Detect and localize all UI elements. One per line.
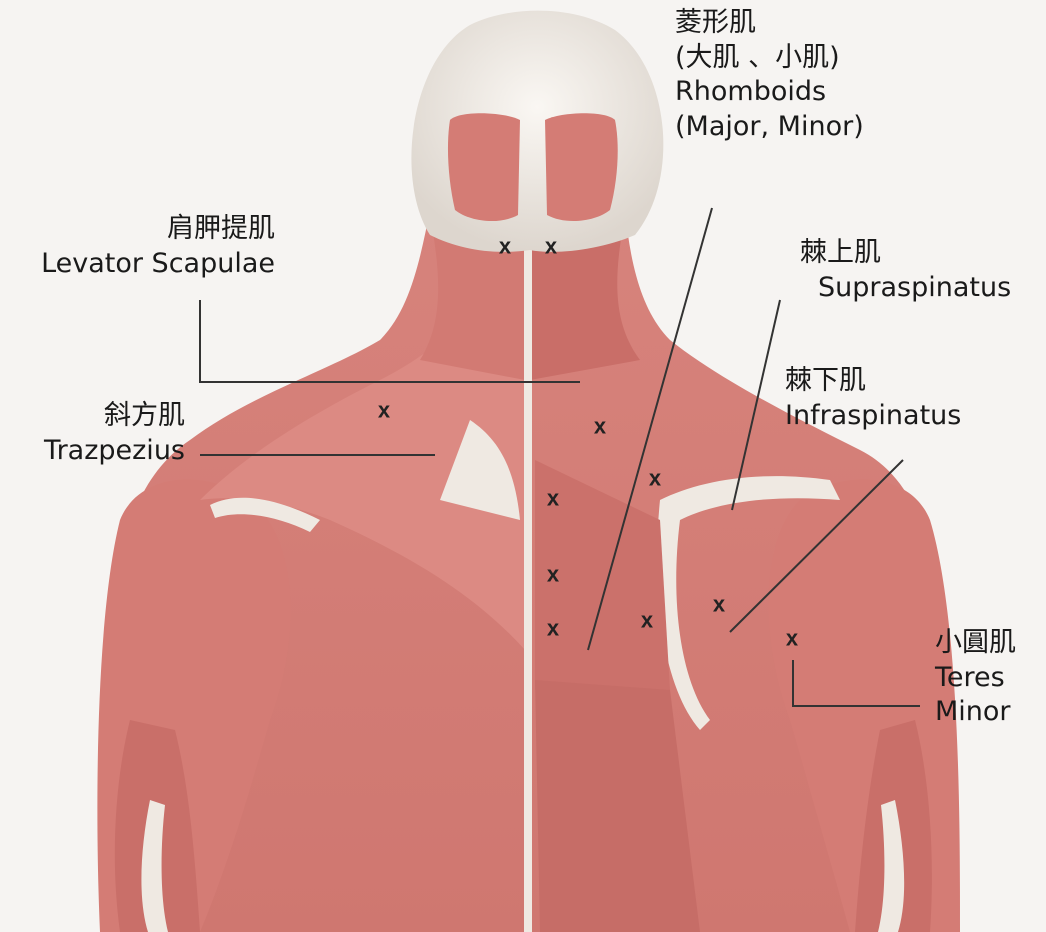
trapezius-en: Trazpezius [5, 434, 185, 469]
levator-cn: 肩胛提肌 [5, 212, 275, 247]
skull [411, 11, 663, 252]
rhomboids-cn: 菱形肌 [675, 6, 864, 41]
teres-minor-label: 小圓肌 Teres Minor [935, 626, 1016, 730]
supraspinatus-label: 棘上肌 Supraspinatus [800, 236, 1011, 305]
infraspinatus-en: Infraspinatus [785, 399, 961, 434]
trapezius-cn: 斜方肌 [5, 399, 185, 434]
rhomboids-en-2: (Major, Minor) [675, 110, 864, 145]
marker-x: x [378, 398, 390, 424]
supraspinatus-cn: 棘上肌 [800, 236, 1011, 271]
marker-x: x [594, 414, 606, 440]
trapezius-label: 斜方肌 Trazpezius [5, 399, 185, 468]
marker-x: x [545, 234, 557, 260]
teres-minor-en-1: Teres [935, 661, 1016, 696]
marker-x: x [641, 608, 653, 634]
levator-en: Levator Scapulae [5, 247, 275, 282]
infraspinatus-label: 棘下肌 Infraspinatus [785, 364, 961, 433]
rhomboids-en-1: Rhomboids [675, 75, 864, 110]
marker-x: x [547, 616, 559, 642]
infraspinatus-cn: 棘下肌 [785, 364, 961, 399]
teres-minor-en-2: Minor [935, 695, 1016, 730]
rhomboids-label: 菱形肌 (大肌 、小肌) Rhomboids (Major, Minor) [675, 6, 864, 144]
rhomboids-cn-sub: (大肌 、小肌) [675, 41, 864, 76]
marker-x: x [547, 562, 559, 588]
marker-x: x [649, 466, 661, 492]
marker-x: x [786, 626, 798, 652]
supraspinatus-en: Supraspinatus [818, 271, 1011, 306]
marker-x: x [713, 592, 725, 618]
teres-minor-cn: 小圓肌 [935, 626, 1016, 661]
levator-label: 肩胛提肌 Levator Scapulae [5, 212, 275, 281]
marker-x: x [499, 234, 511, 260]
marker-x: x [547, 486, 559, 512]
